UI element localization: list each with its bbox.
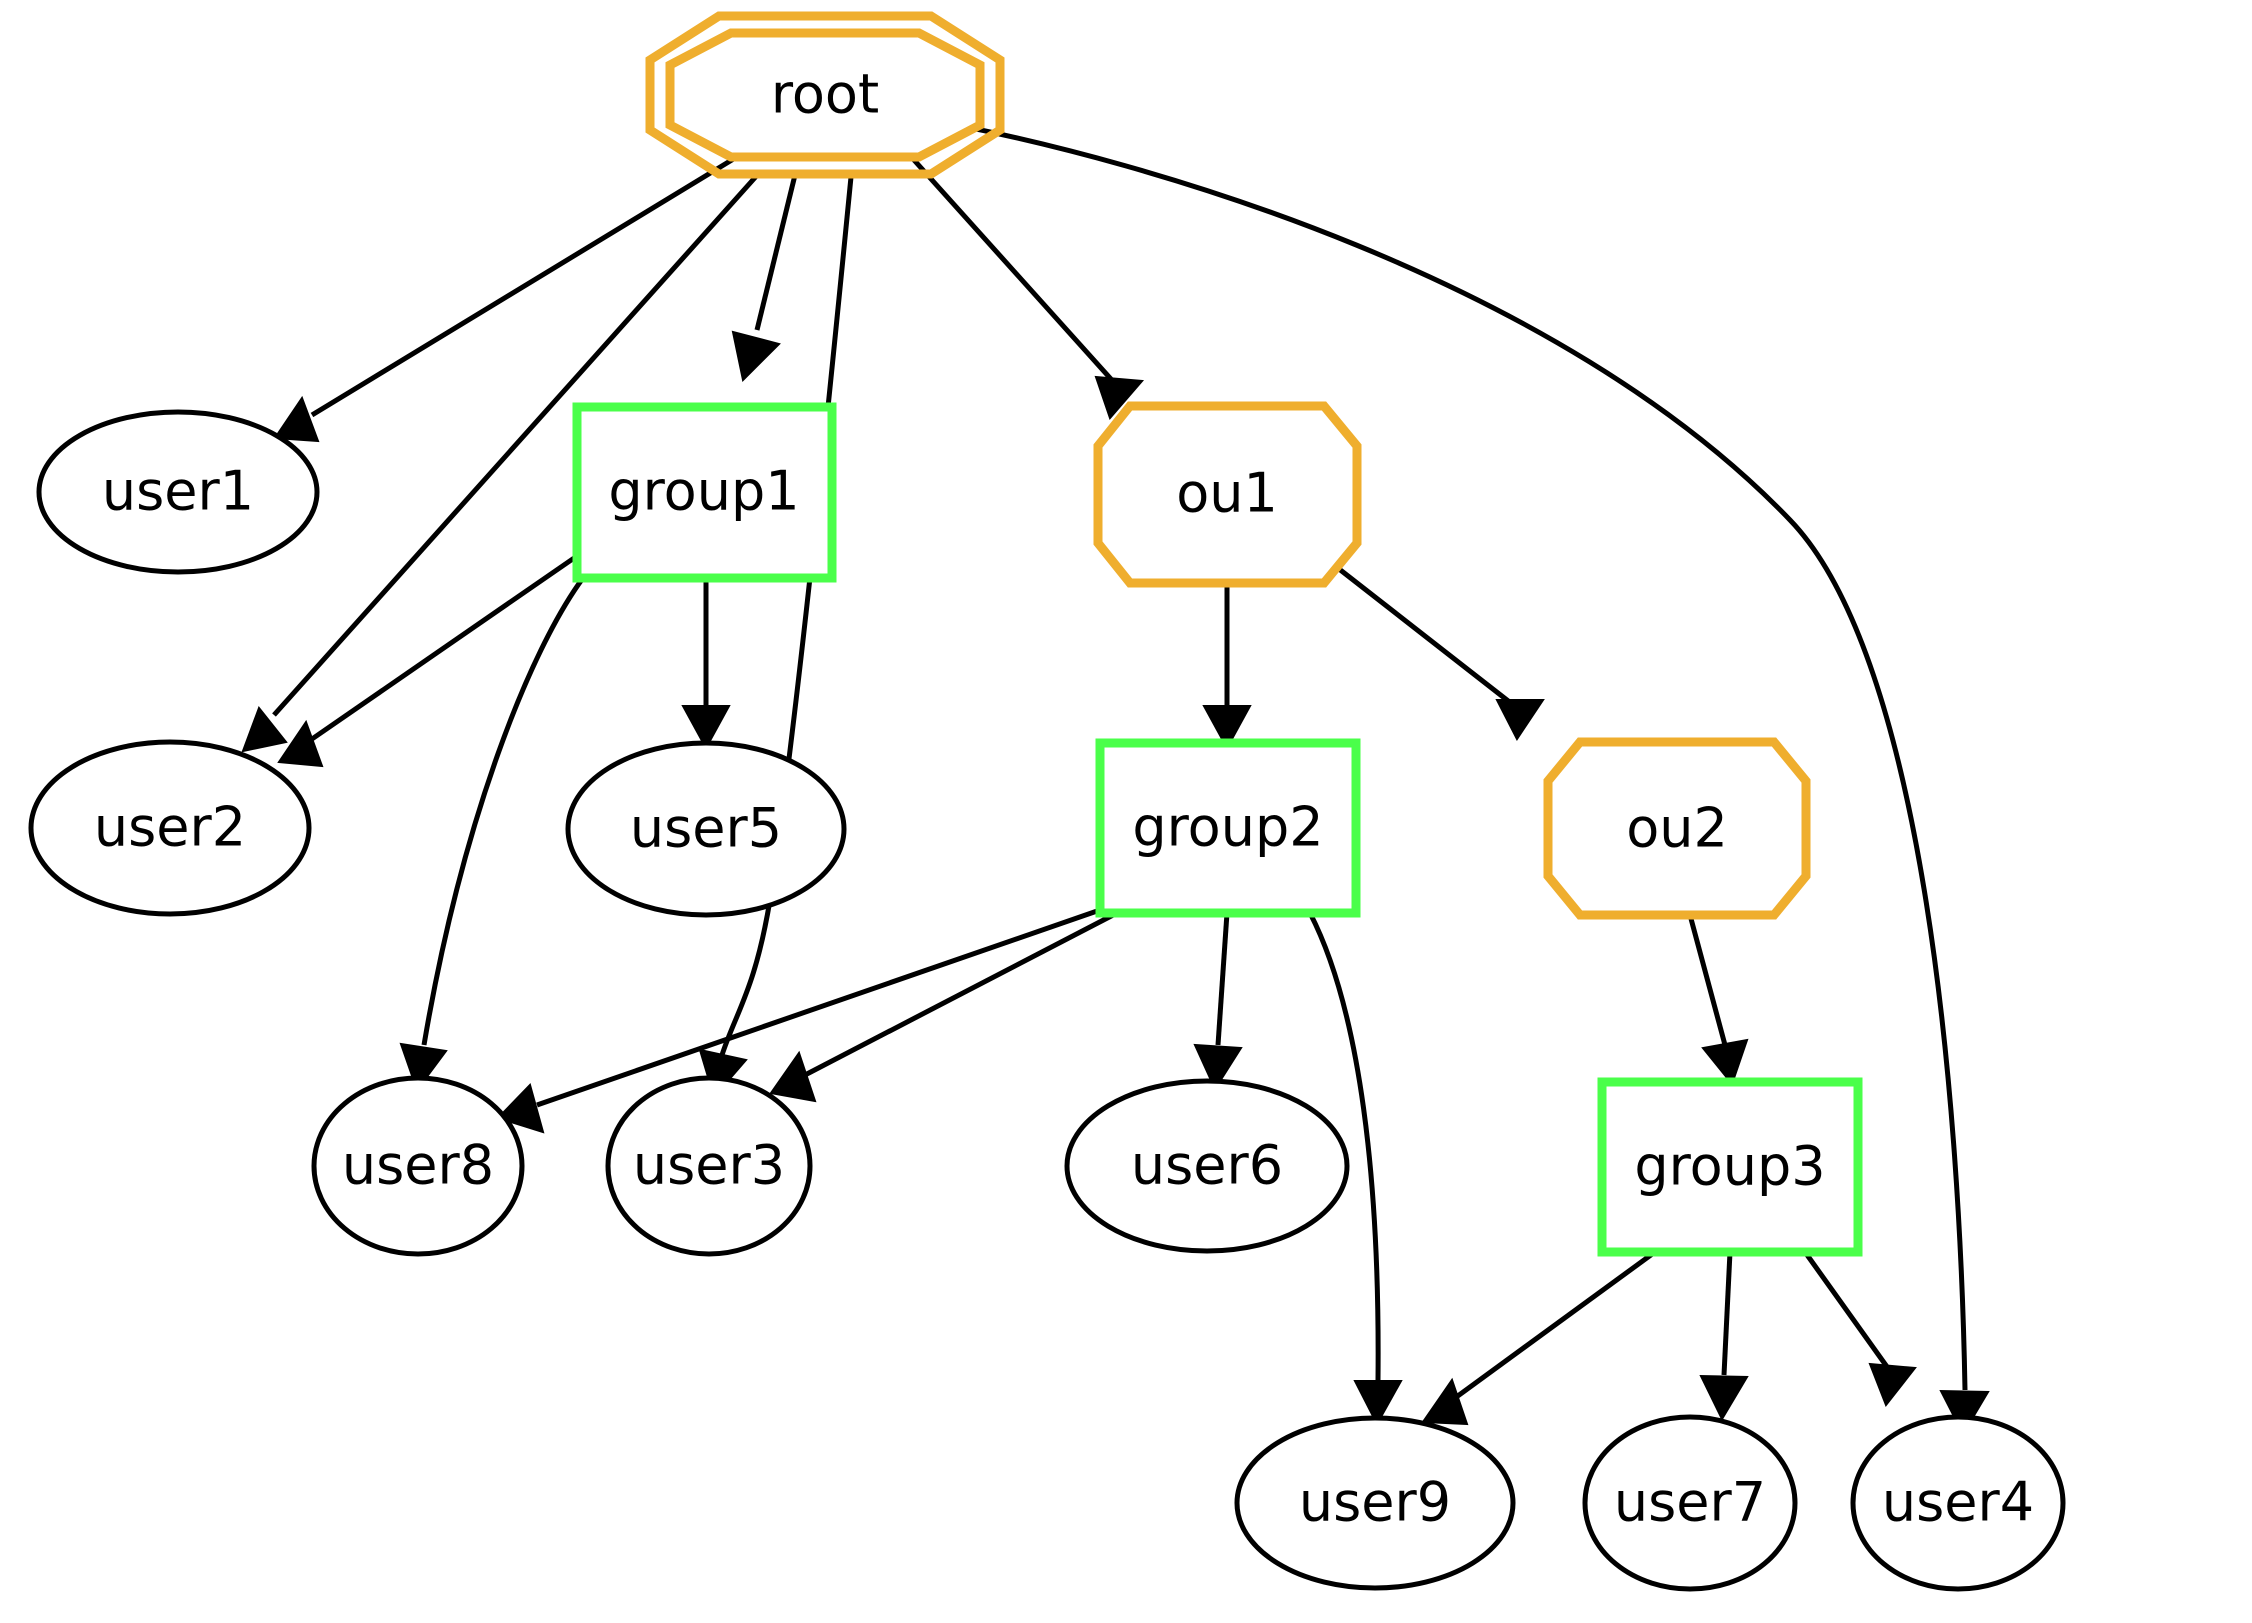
node-user4[interactable]: user4 [1850,1414,2066,1592]
node-user5[interactable]: user5 [565,740,847,918]
edge-root-user3 [698,176,854,1100]
edge-group1-user5 [681,578,731,751]
node-label-user4: user4 [1882,1471,2034,1534]
node-user6[interactable]: user6 [1064,1078,1350,1254]
user2-ellipse [28,739,312,917]
node-user8[interactable]: user8 [311,1075,525,1257]
node-ou2[interactable]: ou2 [1543,737,1811,920]
root-outer-octagon [645,11,1005,179]
node-label-user9: user9 [1299,1471,1451,1534]
edge-root-user2 [241,170,762,753]
node-label-ou2: ou2 [1626,797,1728,860]
root-inner-octagon [665,28,985,162]
node-label-user7: user7 [1614,1471,1766,1534]
node-label-user3: user3 [633,1134,785,1197]
node-user3[interactable]: user3 [605,1075,813,1257]
node-label-user8: user8 [342,1134,494,1197]
edge-root-user1 [273,152,742,443]
edge-ou1-ou2 [1323,556,1545,741]
user6-ellipse [1064,1078,1350,1254]
node-user2[interactable]: user2 [28,739,312,917]
user8-ellipse [311,1075,525,1257]
group2-box [1095,738,1361,918]
edge-root-user4 [929,117,1990,1437]
edge-ou2-group3 [1687,914,1749,1087]
user5-ellipse [565,740,847,918]
node-label-user6: user6 [1131,1134,1283,1197]
edge-group3-user4 [1802,1250,1917,1407]
ou2-octagon [1543,737,1811,920]
node-label-root: root [771,63,879,126]
edge-group1-user2 [277,553,579,768]
node-group1[interactable]: group1 [572,402,837,583]
node-label-group2: group2 [1132,796,1323,859]
edge-root-group1 [731,174,798,383]
edge-ou1-group2 [1202,583,1252,751]
user3-ellipse [605,1075,813,1257]
ou1-octagon [1093,401,1362,588]
node-label-user5: user5 [630,797,782,860]
node-group3[interactable]: group3 [1597,1077,1863,1257]
edge-group1-user8 [399,576,586,1093]
node-label-user1: user1 [102,460,254,523]
user9-ellipse [1234,1415,1516,1591]
group3-box [1597,1077,1863,1257]
node-label-group1: group1 [608,460,799,523]
node-user7[interactable]: user7 [1582,1414,1798,1592]
edge-root-ou1 [903,148,1145,420]
node-label-group3: group3 [1634,1135,1825,1198]
node-label-user2: user2 [94,796,246,859]
node-ou1[interactable]: ou1 [1093,401,1362,588]
user7-ellipse [1582,1414,1798,1592]
node-root[interactable]: root [645,11,1005,179]
edge-group2-user3 [769,910,1119,1103]
node-user9[interactable]: user9 [1234,1415,1516,1591]
edge-group2-user9 [1307,911,1403,1427]
edge-group2-user6 [1193,912,1243,1092]
edge-layer [241,117,1990,1437]
group1-box [572,402,837,583]
node-label-ou1: ou1 [1176,462,1278,525]
node-layer: root user1 group1 ou1 user2 [28,11,2066,1592]
edge-group3-user7 [1699,1251,1749,1422]
user1-ellipse [36,409,320,575]
user4-ellipse [1850,1414,2066,1592]
node-group2[interactable]: group2 [1095,738,1361,918]
edge-group3-user9 [1421,1249,1657,1426]
node-user1[interactable]: user1 [36,409,320,575]
